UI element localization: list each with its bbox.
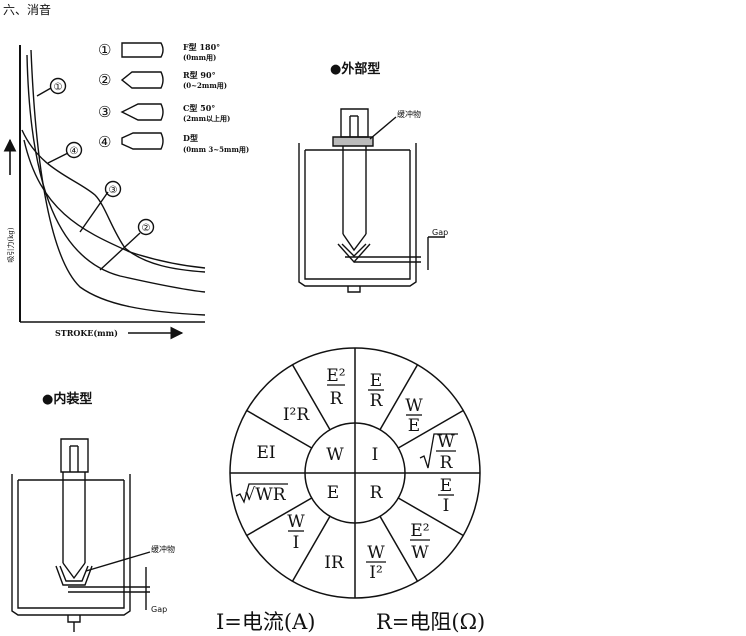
ext-stop-cone: [337, 243, 371, 264]
internal-title: ●内装型: [42, 391, 92, 407]
outer-e2-over-r-den: R: [330, 389, 344, 409]
outer-i2r: I²R: [283, 405, 311, 425]
marker-1-circle: [49, 77, 67, 95]
ext-plunger-head: [340, 108, 369, 138]
int-cushion: [55, 565, 93, 586]
center-e: E: [327, 483, 339, 503]
leader-2: [99, 232, 141, 271]
outer-e2-over-w-den: W: [411, 543, 429, 563]
sqrt-wr-radical: [235, 483, 288, 504]
plunger-c-icon: [120, 103, 164, 121]
outer-ei: EI: [256, 443, 275, 463]
leader-1: [36, 87, 52, 97]
center-i: I: [372, 445, 379, 465]
center-w: W: [326, 445, 344, 465]
type-f-name: F型 180°: [183, 42, 220, 52]
outer-e-over-i-den: I: [443, 496, 450, 516]
outer-w-over-e-den: E: [408, 416, 420, 436]
outer-sqrt-w-over-r-num: W: [437, 432, 455, 452]
outer-sqrt-w-over-r-den: R: [440, 453, 454, 473]
curve-3: [23, 139, 206, 269]
outer-w-over-i2-den: I²: [369, 563, 383, 583]
external-title: ●外部型: [330, 61, 380, 77]
outer-e2-over-w-num: E²: [410, 521, 429, 541]
int-bottom-bolt: [67, 615, 81, 623]
curve-marker-3: ③: [109, 185, 118, 196]
outer-e-over-r-num: E: [370, 371, 382, 391]
plunger-f-icon: [121, 42, 164, 58]
type-d-range: (0mm 3~5mm用): [183, 145, 249, 154]
ext-outer-frame: [298, 143, 417, 287]
int-inner-frame: [17, 480, 125, 609]
outer-e-over-r-den: R: [370, 391, 384, 411]
outer-w-over-i-den: I: [293, 533, 300, 553]
sqrt-w-over-r-radical: [419, 433, 458, 469]
external-gap-label: Gap: [432, 228, 448, 237]
type-marker-3: ③: [98, 103, 111, 121]
marker-3-circle: [104, 180, 122, 198]
curve-4: [21, 129, 206, 273]
int-cushion-leader: [85, 551, 151, 572]
ext-inner-frame: [304, 150, 411, 280]
current-definition: I=电流(A): [216, 610, 316, 634]
leader-4: [47, 152, 69, 164]
int-plunger-head: [60, 438, 89, 473]
internal-type-drawing: [11, 438, 151, 632]
marker-4-circle: [65, 141, 83, 159]
section-heading: 六、消音: [3, 3, 52, 17]
outer-e-over-i-num: E: [440, 476, 452, 496]
ext-cushion: [332, 136, 374, 147]
formula-legend: I=电流(A) R=电阻(Ω): [216, 606, 516, 636]
type-marker-2: ②: [98, 71, 111, 89]
int-plunger-tip: [62, 562, 86, 580]
internal-cushion-label: 缓冲物: [151, 544, 175, 554]
type-c-name: C型 50°: [183, 103, 215, 113]
type-f-range: (0mm用): [183, 53, 216, 62]
curve-marker-4: ④: [70, 146, 79, 157]
type-d-name: D型: [183, 133, 198, 143]
curve-2: [26, 54, 206, 293]
external-cushion-label: 缓冲物: [397, 109, 421, 119]
plunger-r-icon: [120, 71, 164, 89]
outer-w-over-i-num: W: [287, 512, 305, 532]
external-type-drawing: [298, 108, 445, 293]
curve-1: [30, 49, 206, 316]
outer-ir: IR: [324, 553, 345, 573]
ext-bottom-bolt: [347, 286, 361, 293]
ext-plunger-tip: [342, 233, 367, 252]
plunger-d-icon: [121, 132, 164, 150]
int-outer-frame: [11, 474, 131, 616]
force-stroke-chart: [3, 42, 206, 340]
ext-cushion-leader: [369, 116, 397, 140]
leader-3: [79, 191, 109, 233]
marker-2-circle: [137, 218, 155, 236]
y-axis-label: 吸引力(kg): [6, 227, 15, 262]
type-c-range: (2mm以上用): [183, 114, 230, 123]
ohm-wheel: [229, 347, 481, 599]
internal-gap-label: Gap: [151, 605, 167, 614]
resistance-definition: R=电阻(Ω): [376, 610, 486, 634]
center-r: R: [370, 483, 384, 503]
curve-marker-2: ②: [142, 223, 151, 234]
outer-e2-over-r-num: E²: [326, 366, 345, 386]
type-r-name: R型 90°: [183, 70, 216, 80]
x-axis-label: STROKE(mm): [55, 328, 118, 338]
type-r-range: (0~2mm用): [183, 81, 227, 90]
fraction-bars: [235, 384, 458, 563]
type-marker-4: ④: [98, 133, 111, 151]
outer-w-over-e-num: W: [405, 396, 423, 416]
outer-w-over-i2-num: W: [367, 543, 385, 563]
outer-sqrt-wr: √WR: [244, 485, 286, 505]
type-marker-1: ①: [98, 41, 111, 59]
curve-marker-1: ①: [54, 82, 63, 93]
